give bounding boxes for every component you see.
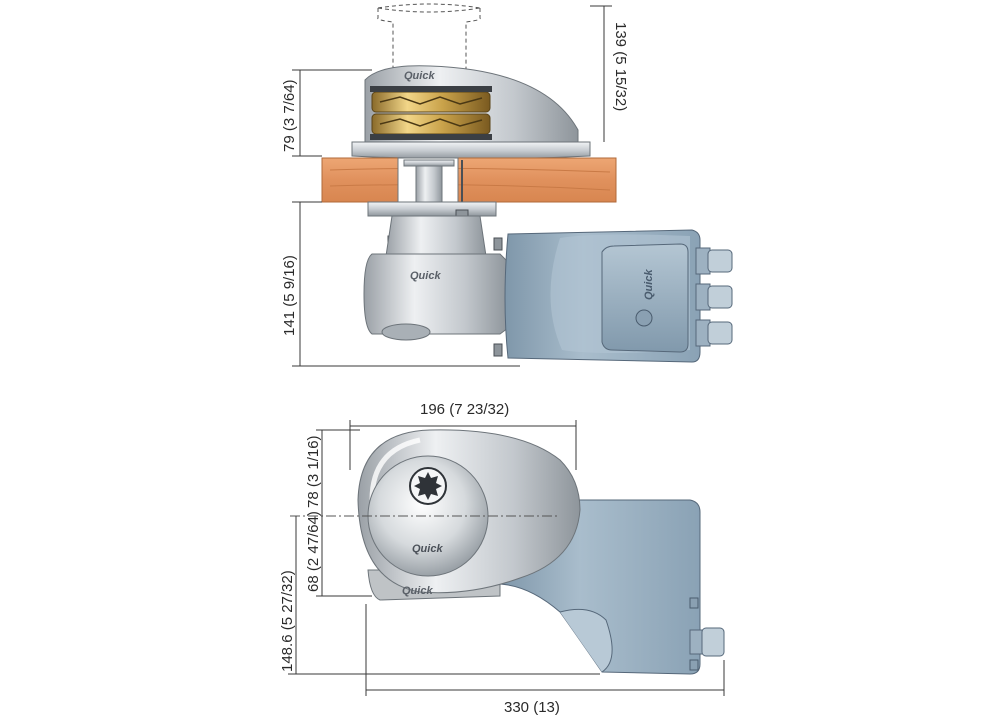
dim-total-length: 330 (13) bbox=[504, 699, 560, 716]
gearbox-logo: Quick bbox=[410, 270, 441, 282]
cable-glands bbox=[695, 247, 733, 347]
plan-view: 196 (7 23/32) Quick Quick 78 (3 1/16) 68… bbox=[279, 401, 725, 716]
spline-socket bbox=[409, 467, 447, 505]
dim-lower-half: 68 (2 47/64) bbox=[305, 511, 322, 592]
dim-drum-height: 79 (3 7/64) bbox=[281, 79, 298, 152]
gypsy-upper bbox=[371, 91, 491, 113]
gearbox-housing bbox=[363, 253, 509, 335]
lower-flange bbox=[367, 201, 497, 217]
plan-cable-gland bbox=[701, 627, 725, 657]
dim-upper-half: 78 (3 1/16) bbox=[305, 435, 322, 508]
chain-pipe-outline bbox=[377, 3, 481, 76]
dim-drum-width: 196 (7 23/32) bbox=[420, 401, 509, 418]
dim-below-deck: 141 (5 9/16) bbox=[281, 255, 298, 336]
control-box bbox=[601, 243, 689, 353]
plan-gearbox-logo: Quick bbox=[402, 585, 433, 597]
gearbox-column bbox=[385, 215, 487, 257]
dim-top-height: 139 (5 15/32) bbox=[612, 22, 629, 111]
deck-flange bbox=[351, 141, 591, 160]
dim-base-height: 148.6 (5 27/32) bbox=[279, 570, 296, 672]
cover-logo: Quick bbox=[404, 70, 435, 82]
deck-board bbox=[321, 157, 617, 203]
plan-logo: Quick bbox=[412, 543, 443, 555]
side-elevation-view: Quick Quick Quick bbox=[281, 3, 733, 367]
motor-logo: Quick bbox=[643, 269, 655, 300]
gypsy-lower bbox=[371, 113, 491, 135]
